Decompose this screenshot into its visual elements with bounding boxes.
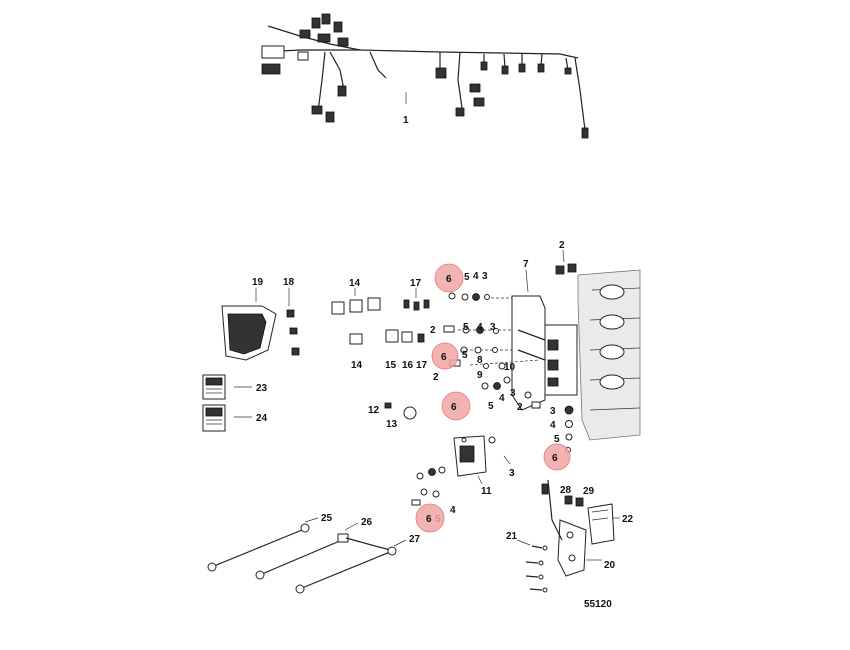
callout-4: 4 xyxy=(473,271,479,282)
callout-17: 17 xyxy=(416,360,428,371)
decal-24 xyxy=(202,404,226,432)
hardware-row-top xyxy=(448,292,490,301)
plate-22 xyxy=(587,503,615,545)
callout-16: 16 xyxy=(402,360,414,371)
cable-26 xyxy=(255,533,391,580)
callout-14: 14 xyxy=(351,360,363,371)
callout-6: 6 xyxy=(441,352,447,363)
callout-4: 4 xyxy=(450,505,456,516)
callout-18: 18 xyxy=(283,277,295,288)
bracket-20 xyxy=(541,479,587,577)
callout-6: 6 xyxy=(446,274,452,285)
callout-6: 6 xyxy=(451,402,457,413)
callout-11: 11 xyxy=(481,486,492,497)
leader-line xyxy=(516,539,531,546)
cable-27 xyxy=(295,546,397,594)
highlight-callout-6 xyxy=(415,503,445,533)
leader-line xyxy=(525,269,529,293)
callout-5: 5 xyxy=(464,272,470,283)
wiring-harness xyxy=(261,13,589,139)
callout-20: 20 xyxy=(604,560,616,571)
highlight-callout-6 xyxy=(431,342,459,370)
callout-13: 13 xyxy=(386,419,398,430)
hardware-row-lower xyxy=(481,376,541,409)
relay-group-upper xyxy=(331,297,381,315)
callout-26: 26 xyxy=(361,517,373,528)
leader-line xyxy=(562,249,565,263)
fuse-18 xyxy=(286,309,300,356)
callout-19: 19 xyxy=(252,277,264,288)
callout-3: 3 xyxy=(482,271,488,282)
callout-29: 29 xyxy=(583,486,595,497)
callout-4: 4 xyxy=(550,420,556,431)
hardware-column-right xyxy=(564,405,574,453)
callout-23: 23 xyxy=(256,383,268,394)
callout-21: 21 xyxy=(506,531,518,542)
callout-9: 9 xyxy=(477,370,483,381)
callout-14: 14 xyxy=(349,278,361,289)
callout-28: 28 xyxy=(560,485,572,496)
callout-5: 5 xyxy=(554,434,560,445)
callout-10: 10 xyxy=(504,362,516,373)
leader-line xyxy=(503,455,511,465)
callout-4: 4 xyxy=(499,393,505,404)
highlight-callout-6 xyxy=(543,443,571,471)
callout-5: 5 xyxy=(488,401,494,412)
ecm-bracket xyxy=(511,295,578,411)
callout-25: 25 xyxy=(321,513,333,524)
callout-24: 24 xyxy=(256,413,268,424)
cable-25 xyxy=(207,523,310,572)
callout-17: 17 xyxy=(410,278,422,289)
highlight-callout-6 xyxy=(434,263,464,293)
callout-2: 2 xyxy=(433,372,439,383)
callout-8: 8 xyxy=(477,355,483,366)
callout-27: 27 xyxy=(409,534,421,545)
connectors-28-29 xyxy=(564,495,584,507)
module-11 xyxy=(453,435,487,477)
callout-22: 22 xyxy=(622,514,634,525)
callout-2: 2 xyxy=(559,240,565,251)
callout-5: 5 xyxy=(462,350,468,361)
callout-2: 2 xyxy=(517,402,523,413)
callout-2: 2 xyxy=(430,325,436,336)
callout-3: 3 xyxy=(510,388,516,399)
fuse-group-upper xyxy=(403,299,430,311)
washer xyxy=(488,436,496,444)
hardware-lower-left xyxy=(411,466,446,506)
leader-line xyxy=(393,539,407,547)
diagram-id: 55120 xyxy=(584,599,612,610)
leader-line xyxy=(477,475,483,485)
leader-line xyxy=(304,517,319,523)
cover-19 xyxy=(221,305,277,361)
bolts-21 xyxy=(525,545,548,593)
callout-12: 12 xyxy=(368,405,380,416)
callout-1: 1 xyxy=(403,115,409,126)
callout-6: 6 xyxy=(426,514,432,525)
leader-line xyxy=(344,522,359,531)
callout-6: 6 xyxy=(552,453,558,464)
decal-23 xyxy=(202,374,226,400)
relay-group-lower xyxy=(349,329,425,345)
highlight-callout-6 xyxy=(441,391,471,421)
callout-3: 3 xyxy=(509,468,515,479)
callout-7: 7 xyxy=(523,259,529,270)
callout-3: 3 xyxy=(490,322,496,333)
clip-12 xyxy=(384,402,392,409)
callout-5: 5 xyxy=(463,322,469,333)
callout-15: 15 xyxy=(385,360,397,371)
callout-3: 3 xyxy=(550,406,556,417)
callout-4: 4 xyxy=(477,322,483,333)
hardware-row-mid xyxy=(443,325,506,370)
grommet-13 xyxy=(403,406,417,420)
sensor-2-top xyxy=(555,263,577,275)
engine-block xyxy=(577,269,641,441)
